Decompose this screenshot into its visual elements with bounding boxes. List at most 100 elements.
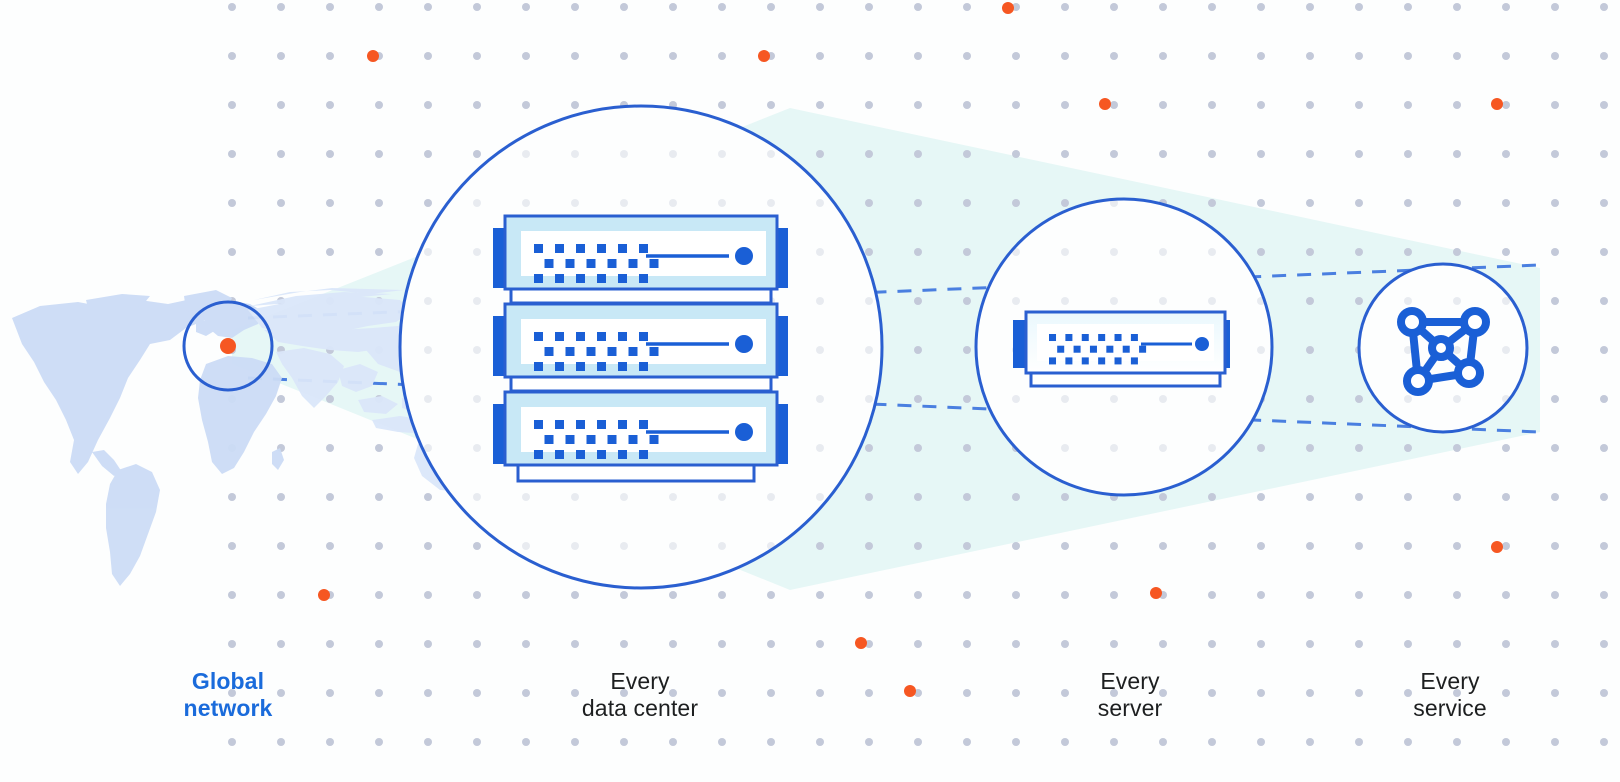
grid-dot	[1502, 52, 1510, 60]
circle-data-center	[398, 104, 884, 590]
grid-dot	[963, 689, 971, 697]
grid-dot	[1306, 542, 1314, 550]
grid-dot	[1110, 297, 1118, 305]
grid-dot	[1208, 493, 1216, 501]
grid-dot	[1453, 248, 1461, 256]
grid-dot	[963, 542, 971, 550]
server-led-square	[576, 450, 585, 459]
grid-dot	[963, 248, 971, 256]
grid-dot	[1600, 52, 1608, 60]
grid-dot	[424, 640, 432, 648]
grid-dot	[1551, 542, 1559, 550]
grid-dot	[326, 738, 334, 746]
grid-dot	[1355, 689, 1363, 697]
grid-dot	[865, 444, 873, 452]
grid-dot	[1404, 101, 1412, 109]
grid-dot	[1306, 52, 1314, 60]
grid-dot	[865, 248, 873, 256]
server-led-square	[618, 420, 627, 429]
grid-dot	[1600, 689, 1608, 697]
server-led-square	[607, 347, 617, 356]
grid-dot	[473, 640, 481, 648]
grid-dot	[1257, 199, 1265, 207]
grid-dot	[1551, 444, 1559, 452]
grid-dot	[1600, 150, 1608, 158]
grid-dot	[1306, 640, 1314, 648]
grid-dot	[1404, 150, 1412, 158]
grid-dot	[816, 395, 824, 403]
grid-dot	[375, 493, 383, 501]
label-every-server: Every server	[1097, 668, 1163, 721]
server-led-square	[649, 347, 659, 356]
grid-dot	[473, 493, 481, 501]
server-led-square	[639, 332, 648, 341]
grid-dot	[1306, 101, 1314, 109]
grid-dot	[277, 395, 285, 403]
grid-dot	[228, 199, 236, 207]
grid-dot	[1012, 738, 1020, 746]
grid-dot	[1355, 199, 1363, 207]
server-led-square	[555, 274, 564, 283]
grid-dot	[1012, 591, 1020, 599]
server-led-square	[565, 347, 575, 356]
grid-dot	[1551, 199, 1559, 207]
grid-dot	[473, 542, 481, 550]
server-led-square	[628, 347, 638, 356]
grid-dot	[1453, 640, 1461, 648]
server-led-square	[576, 274, 585, 283]
grid-dot	[424, 493, 432, 501]
grid-dot	[228, 3, 236, 11]
grid-dot	[816, 297, 824, 305]
grid-dot	[571, 640, 579, 648]
grid-dot	[375, 101, 383, 109]
grid-dot	[1257, 493, 1265, 501]
grid-dot	[1600, 444, 1608, 452]
grid-dot	[865, 346, 873, 354]
grid-dot	[326, 52, 334, 60]
grid-dot	[1110, 542, 1118, 550]
server-led-square	[534, 362, 543, 371]
grid-dot	[1600, 395, 1608, 403]
grid-dot	[571, 738, 579, 746]
server-led-square	[649, 259, 659, 268]
grid-dot	[277, 689, 285, 697]
grid-dot	[1061, 542, 1069, 550]
grid-dot	[473, 591, 481, 599]
grid-dot	[1110, 640, 1118, 648]
grid-dot	[865, 150, 873, 158]
grid-dot	[1012, 640, 1020, 648]
grid-dot	[1257, 248, 1265, 256]
grid-dot	[1061, 738, 1069, 746]
grid-dot	[1404, 444, 1412, 452]
grid-dot	[522, 738, 530, 746]
grid-dot	[816, 248, 824, 256]
circle-global-network	[182, 300, 274, 392]
server-led-square	[555, 244, 564, 253]
grid-dot	[1159, 101, 1167, 109]
grid-dot	[1061, 248, 1069, 256]
server-led-square	[1130, 357, 1138, 365]
grid-dot	[620, 3, 628, 11]
grid-dot	[424, 150, 432, 158]
server-led-square	[639, 362, 648, 371]
grid-dot	[473, 199, 481, 207]
grid-dot	[522, 640, 530, 648]
grid-dot	[1061, 52, 1069, 60]
grid-dot	[1306, 346, 1314, 354]
grid-dot	[1502, 101, 1510, 109]
grid-dot	[1012, 150, 1020, 158]
grid-dot	[1453, 346, 1461, 354]
funnel-dashed-guides	[247, 263, 1541, 434]
grid-dot	[816, 591, 824, 599]
grid-dot	[669, 689, 677, 697]
grid-dot	[277, 542, 285, 550]
grid-dot	[1208, 3, 1216, 11]
grid-dot	[620, 199, 628, 207]
grid-dot	[277, 101, 285, 109]
server-led-square	[1073, 345, 1081, 353]
grid-dot	[816, 542, 824, 550]
grid-dot	[375, 689, 383, 697]
grid-dot	[1110, 444, 1118, 452]
grid-dot	[914, 52, 922, 60]
